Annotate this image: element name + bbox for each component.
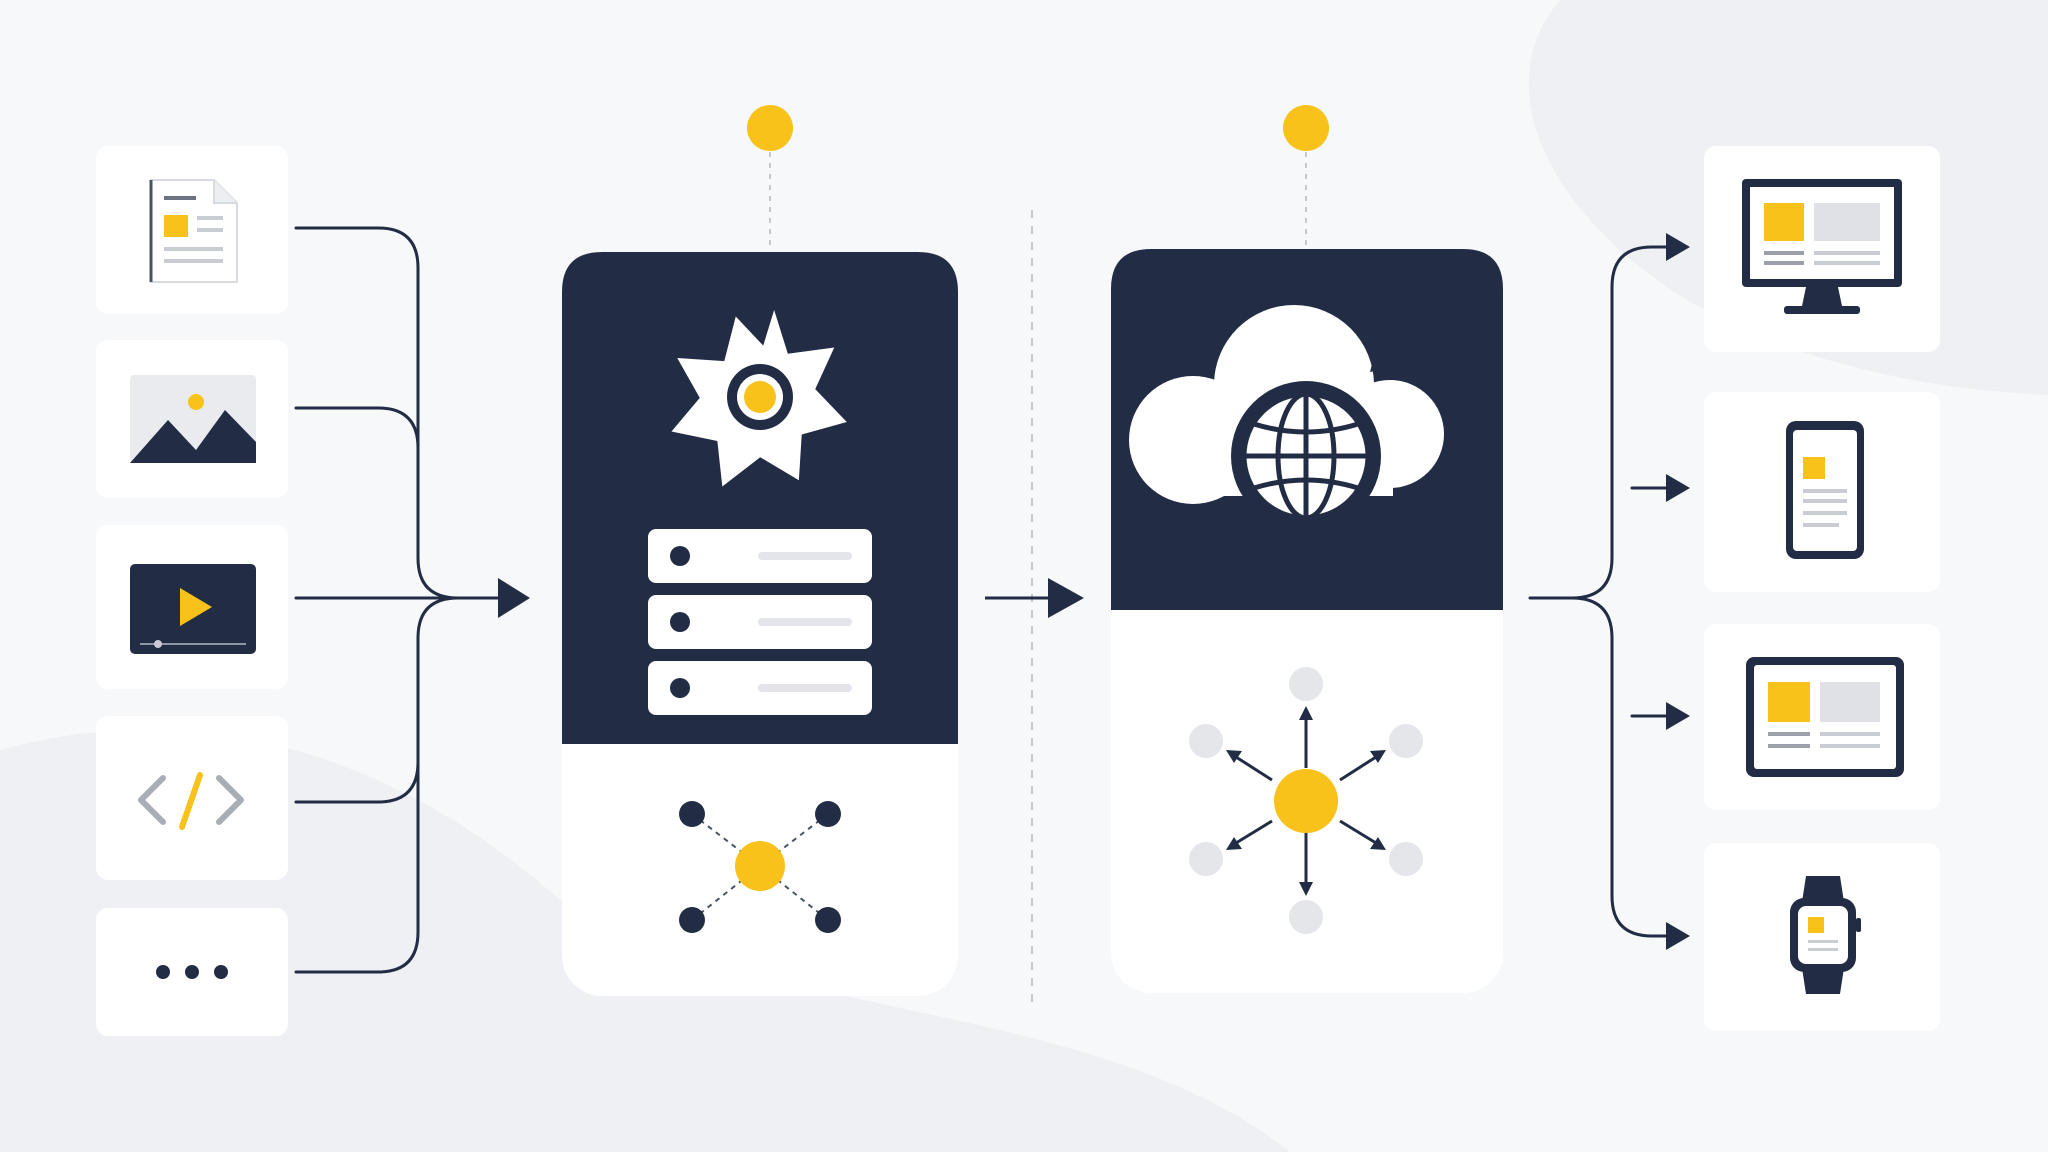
device-card-smartwatch[interactable] <box>1704 843 1940 1031</box>
device-card-desktop[interactable] <box>1704 146 1940 352</box>
image-icon <box>130 375 256 463</box>
more-icon <box>156 965 228 979</box>
tablet-icon <box>1746 657 1904 777</box>
device-card-tablet[interactable] <box>1704 624 1940 810</box>
source-card-code[interactable] <box>96 716 288 880</box>
source-connector-lines <box>294 226 500 974</box>
source-card-image[interactable] <box>96 340 288 498</box>
arrow-to-cloud <box>985 578 1084 618</box>
smartphone-icon <box>1786 421 1864 559</box>
device-connector-lines <box>1528 245 1674 938</box>
smartwatch-icon <box>1790 876 1861 994</box>
cloud-globe-icon <box>1129 305 1444 531</box>
panel-status-dot <box>1283 105 1329 248</box>
gear-icon <box>671 310 847 487</box>
video-icon <box>130 564 256 654</box>
arrow-to-processing <box>498 578 530 618</box>
document-icon <box>149 179 238 283</box>
network-node-icon <box>679 801 841 933</box>
broadcast-hub-icon <box>1189 667 1423 934</box>
device-card-smartphone[interactable] <box>1704 392 1940 592</box>
cloud-panel <box>1111 105 1503 993</box>
device-arrowheads <box>1666 233 1690 950</box>
processing-panel <box>562 105 958 996</box>
source-card-more[interactable] <box>96 908 288 1036</box>
panel-status-dot <box>747 105 793 250</box>
server-stack-icon <box>648 529 872 715</box>
source-card-document[interactable] <box>96 146 288 314</box>
source-card-video[interactable] <box>96 525 288 689</box>
desktop-monitor-icon <box>1742 179 1902 314</box>
code-icon <box>138 772 244 830</box>
